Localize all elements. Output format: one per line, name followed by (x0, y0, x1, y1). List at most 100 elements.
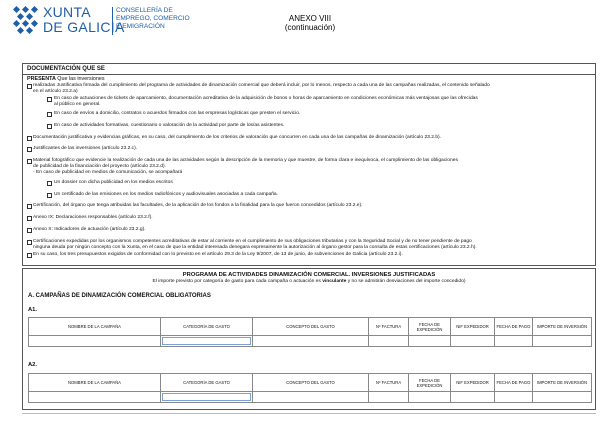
item-justificantes: Justificantes de las inversiones (artícu… (33, 146, 138, 151)
checkbox-justificantes[interactable] (27, 147, 32, 152)
logo-text: XUNTA DE GALICIA (43, 5, 125, 35)
a1-concepto-cell[interactable] (252, 335, 369, 347)
checkbox-envios[interactable] (47, 112, 52, 117)
program-subtitle: El importe previsto por categoría de gas… (23, 279, 595, 284)
col-fecha-pago: FECHA DE PAGO (494, 373, 533, 392)
a2-fecha-expedicion-cell[interactable] (408, 391, 451, 403)
a2-input-row (28, 391, 592, 403)
item-tickets-cont: al público en general. (54, 102, 101, 107)
checkbox-justificativa[interactable] (27, 84, 32, 89)
checkbox-certificacion-organo[interactable] (27, 204, 32, 209)
dept-line-1: CONSELLERÍA DE (116, 7, 173, 14)
col-categoria-gasto: CATEGORÍA DE GASTO (160, 373, 253, 392)
item-publicidad-medios: - En caso de publicidad en medios de com… (33, 170, 183, 175)
presenta-label: PRESENTA Que las inversiones (27, 76, 105, 82)
bottom-divider (22, 413, 596, 414)
item-justificativa-cont: en el artículo 23.2.a) (33, 89, 78, 94)
section-a-heading: A. CAMPAÑAS DE DINAMIZACIÓN COMERCIAL OB… (28, 293, 211, 299)
col-nif-expedidor: NIF EXPEDIDOR (450, 317, 495, 336)
item-certificaciones-cont: ninguna deuda por ningún concepto con la… (33, 245, 477, 250)
checkbox-anexo-ix[interactable] (27, 216, 32, 221)
item-certificado-emisiones: Un certificado de las emisiones en los m… (54, 192, 279, 197)
a2-header-row: NOMBRE DE LA CAMPAÑA CATEGORÍA DE GASTO … (28, 373, 592, 392)
logo-line-1: XUNTA (43, 4, 91, 20)
a2-categoria-select[interactable] (162, 393, 251, 401)
a1-label: A1. (28, 307, 38, 313)
a2-nombre-cell[interactable] (28, 391, 161, 403)
a2-fecha-pago-cell[interactable] (494, 391, 533, 403)
anexo-title: ANEXO VIII (288, 14, 332, 23)
a2-factura-cell[interactable] (368, 391, 409, 403)
presenta-rest: Que las inversiones (57, 76, 105, 82)
a2-label: A2. (28, 362, 38, 368)
a1-categoria-cell[interactable] (160, 335, 253, 347)
col-categoria-gasto: CATEGORÍA DE GASTO (160, 317, 253, 336)
xunta-logo: XUNTA DE GALICIA CONSELLERÍA DE EMPREGO,… (12, 3, 190, 43)
a1-nombre-cell[interactable] (28, 335, 161, 347)
checkbox-anexo-x[interactable] (27, 228, 32, 233)
item-anexo-x: Anexo X: Indicadores de actuación (artíc… (33, 227, 146, 232)
anexo-subtitle: (continuación) (284, 23, 336, 32)
anexo-heading: ANEXO VIII (continuación) (260, 14, 360, 32)
dept-line-3: E EMIGRACIÓN (116, 23, 165, 30)
checkbox-formativas[interactable] (47, 124, 52, 129)
a2-table: NOMBRE DE LA CAMPAÑA CATEGORÍA DE GASTO … (28, 373, 592, 403)
col-num-factura: Nº FACTURA (368, 373, 409, 392)
col-num-factura: Nº FACTURA (368, 317, 409, 336)
program-sub-prefix: El importe previsto por categoría de gas… (152, 279, 321, 284)
program-section: PROGRAMA DE ACTIVIDADES DINAMIZACIÓN COM… (22, 268, 596, 410)
checkbox-certificaciones[interactable] (27, 240, 32, 245)
col-fecha-pago: FECHA DE PAGO (494, 317, 533, 336)
col-fecha-expedicion: FECHA DE EXPEDICIÓN (408, 317, 451, 336)
program-sub-bold: vinculante (322, 279, 347, 284)
xunta-emblem-icon (12, 5, 39, 35)
checkbox-material-fotografico[interactable] (27, 159, 32, 164)
checkbox-certificado-emisiones[interactable] (47, 193, 52, 198)
a1-categoria-select[interactable] (162, 337, 251, 345)
item-tickets: En caso de actuaciones de tickets de apa… (54, 96, 478, 101)
item-justificativa: realizadas Justificativa firmada del cum… (33, 83, 490, 88)
documentation-section: DOCUMENTACIÓN QUE SE PRESENTA Que las in… (22, 63, 596, 266)
presenta-word: PRESENTA (27, 76, 56, 82)
a2-nif-cell[interactable] (450, 391, 495, 403)
item-certificaciones: Certificaciones expedidas por los organi… (33, 239, 472, 244)
col-importe-inversion: IMPORTE DE INVERSIÓN (532, 317, 592, 336)
item-material-fotografico: Material fotográfico que evidencie la re… (33, 158, 458, 163)
a1-table: NOMBRE DE LA CAMPAÑA CATEGORÍA DE GASTO … (28, 317, 592, 347)
a1-factura-cell[interactable] (368, 335, 409, 347)
a1-nif-cell[interactable] (450, 335, 495, 347)
item-formativas: En caso de actividades formativas, cuest… (54, 123, 285, 128)
item-material-fotografico-cont: de publicidad de la financiación del pro… (33, 164, 166, 169)
program-title: PROGRAMA DE ACTIVIDADES DINAMIZACIÓN COM… (182, 272, 436, 278)
a1-fecha-pago-cell[interactable] (494, 335, 533, 347)
department-name: CONSELLERÍA DE EMPREGO, COMERCIO E EMIGR… (116, 7, 190, 31)
logo-divider (112, 7, 113, 35)
col-concepto-gasto: CONCEPTO DEL GASTO (252, 373, 369, 392)
checkbox-evidencias[interactable] (27, 136, 32, 141)
checkbox-presupuestos[interactable] (27, 253, 32, 258)
a1-fecha-expedicion-cell[interactable] (408, 335, 451, 347)
a2-importe-cell[interactable] (532, 391, 592, 403)
item-anexo-ix: Anexo IX: Declaraciones responsables (ar… (33, 215, 153, 220)
item-envios: En caso de envíos a domicilio, contratos… (54, 111, 301, 116)
item-dossier: Un dossier con dicha publicidad en los m… (54, 180, 173, 185)
a1-input-row (28, 335, 592, 347)
col-nif-expedidor: NIF EXPEDIDOR (450, 373, 495, 392)
col-nombre-campana: NOMBRE DE LA CAMPAÑA (28, 373, 161, 392)
col-concepto-gasto: CONCEPTO DEL GASTO (252, 317, 369, 336)
col-importe-inversion: IMPORTE DE INVERSIÓN (532, 373, 592, 392)
dept-line-2: EMPREGO, COMERCIO (116, 15, 190, 22)
checkbox-dossier[interactable] (47, 181, 52, 186)
logo-line-2: DE GALICIA (43, 19, 125, 35)
program-sub-suffix: y no se admitirán desviaciones del impor… (347, 279, 466, 284)
col-fecha-expedicion: FECHA DE EXPEDICIÓN (408, 373, 451, 392)
checkbox-tickets[interactable] (47, 97, 52, 102)
a1-header-row: NOMBRE DE LA CAMPAÑA CATEGORÍA DE GASTO … (28, 317, 592, 336)
item-certificacion-organo: Certificación, del órgano que tenga atri… (33, 203, 363, 208)
col-nombre-campana: NOMBRE DE LA CAMPAÑA (28, 317, 161, 336)
item-presupuestos: En su caso, los tres presupuestos exigid… (33, 252, 403, 257)
documentation-title: DOCUMENTACIÓN QUE SE (23, 64, 595, 75)
a2-concepto-cell[interactable] (252, 391, 369, 403)
a1-importe-cell[interactable] (532, 335, 592, 347)
a2-categoria-cell[interactable] (160, 391, 253, 403)
